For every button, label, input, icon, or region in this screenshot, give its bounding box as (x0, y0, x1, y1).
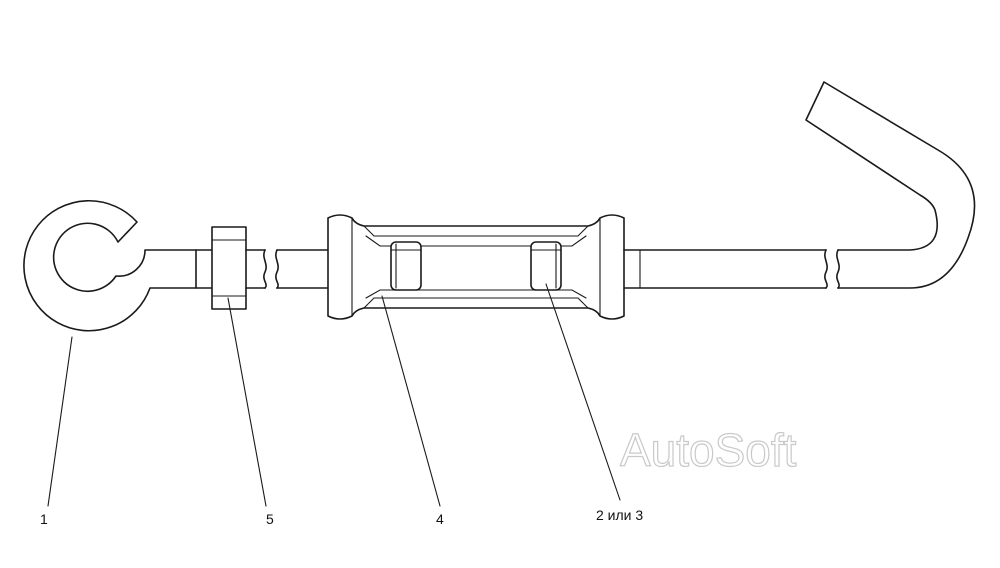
hook (805, 81, 976, 289)
turnbuckle-body (327, 214, 625, 320)
callout-label-4: 4 (436, 511, 444, 527)
right-rod (623, 249, 840, 289)
callout-label-2-or-3: 2 или 3 (596, 507, 643, 523)
autosoft-watermark: AutoSoft (620, 424, 797, 476)
callout-label-5: 5 (266, 511, 274, 527)
lock-nut (211, 226, 247, 310)
eye-bolt (23, 199, 213, 332)
left-rod (245, 249, 329, 289)
leader-lines (47, 283, 621, 507)
callout-label-1: 1 (40, 511, 48, 527)
